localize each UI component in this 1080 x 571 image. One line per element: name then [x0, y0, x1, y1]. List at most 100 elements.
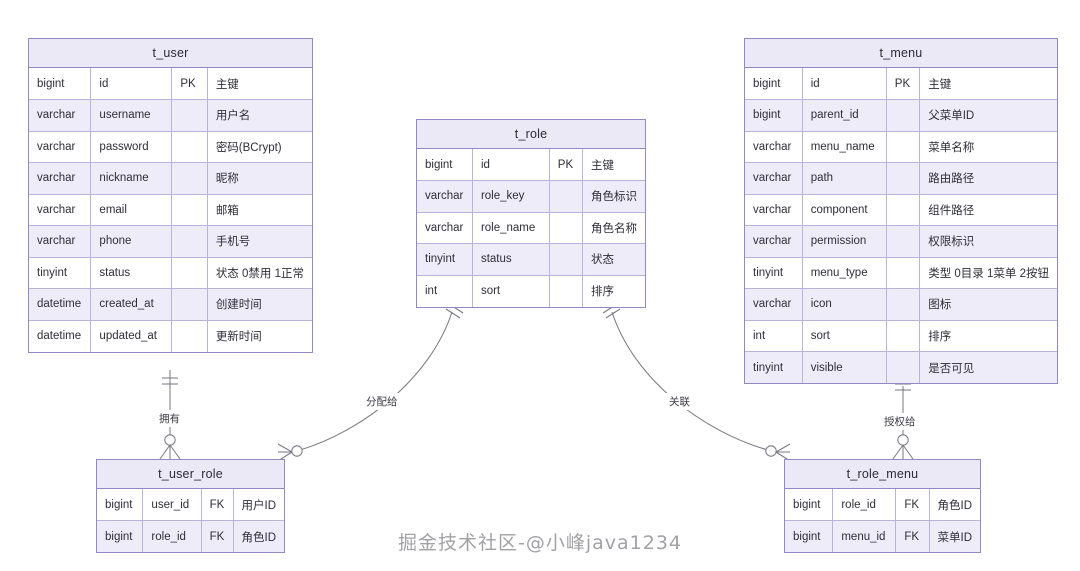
field-comment: 排序 [591, 286, 614, 298]
field-name: path [802, 162, 887, 195]
field-comment: 状态 0禁用 1正常 [207, 257, 312, 289]
field-name: email [90, 194, 173, 226]
field-type: bigint [785, 520, 834, 552]
field-key: PK [549, 149, 584, 181]
field-type: varchar [745, 131, 803, 163]
field-name: sort [472, 275, 550, 307]
field-comment: 用户名 [207, 99, 312, 132]
field-key: FK [201, 520, 234, 552]
field-key: PK [171, 68, 208, 100]
field-name: menu_name [802, 131, 887, 163]
field-name: created_at [90, 288, 173, 321]
field-type: tinyint [29, 257, 92, 289]
field-type: varchar [417, 180, 473, 213]
field-name: username [90, 99, 173, 132]
field-comment: 角色名称 [582, 212, 645, 244]
field-comment: 角色ID [929, 489, 980, 521]
field-type: varchar [745, 225, 803, 258]
field-name: sort [802, 320, 887, 352]
field-comment: 组件路径 [919, 194, 1057, 226]
field-type: varchar [29, 225, 92, 258]
field-comment: 权限标识 [919, 225, 1057, 258]
field-type: datetime [29, 288, 92, 321]
field-type: varchar [29, 194, 92, 226]
field-key [886, 288, 921, 321]
field-key [886, 131, 921, 163]
field-name: id [802, 68, 887, 100]
field-key [886, 194, 921, 226]
field-comment: 是否可见 [919, 351, 1057, 383]
field-key [171, 162, 208, 195]
field-comment: 创建时间 [207, 288, 312, 321]
field-key [171, 320, 208, 352]
field-comment: 图标 [919, 288, 1057, 321]
entity-title: t_user_role [97, 460, 284, 489]
field-type: bigint [97, 489, 144, 521]
field-comment: 父菜单ID [919, 99, 1057, 132]
field-comment: 更新时间 [215, 331, 262, 343]
field-type: bigint [745, 99, 803, 132]
field-name: icon [802, 288, 887, 321]
field-type: varchar [745, 194, 803, 226]
field-comment: 类型 0目录 1菜单 2按钮 [919, 257, 1057, 289]
field-key: FK [201, 489, 234, 521]
relationship-label-role-rolemenu: 关联 [666, 393, 693, 410]
entity-title: t_user [29, 39, 312, 68]
field-comment: 路由路径 [919, 162, 1057, 195]
field-name: nickname [90, 162, 173, 195]
entity-title: t_role [417, 120, 645, 149]
field-type: varchar [29, 162, 92, 195]
field-type: varchar [29, 99, 92, 132]
field-name: role_id [142, 520, 202, 552]
relationship-label-menu-rolemenu: 授权给 [881, 413, 919, 430]
field-key [171, 131, 208, 163]
field-name: updated_at [90, 320, 173, 352]
field-name: phone [90, 225, 173, 258]
field-type: bigint [745, 68, 803, 100]
field-type: tinyint [745, 351, 803, 383]
field-key [886, 99, 921, 132]
field-comment: 角色ID [233, 520, 284, 552]
field-name: role_id [832, 489, 897, 521]
field-type: tinyint [745, 257, 803, 289]
field-name: role_key [472, 180, 550, 213]
field-type: varchar [29, 131, 92, 163]
field-name: id [472, 149, 550, 181]
field-comment: 状态 [582, 243, 645, 276]
field-comment: 角色标识 [582, 180, 645, 213]
field-type: datetime [29, 320, 92, 352]
field-type: varchar [745, 162, 803, 195]
field-type: bigint [785, 489, 834, 521]
field-comment: 主键 [919, 68, 1057, 100]
field-key [171, 288, 208, 321]
field-comment: 密码(BCrypt) [207, 131, 312, 163]
field-type: bigint [417, 149, 473, 181]
field-comment: 主键 [582, 149, 645, 181]
field-name: user_id [142, 489, 202, 521]
field-type: int [417, 275, 473, 307]
